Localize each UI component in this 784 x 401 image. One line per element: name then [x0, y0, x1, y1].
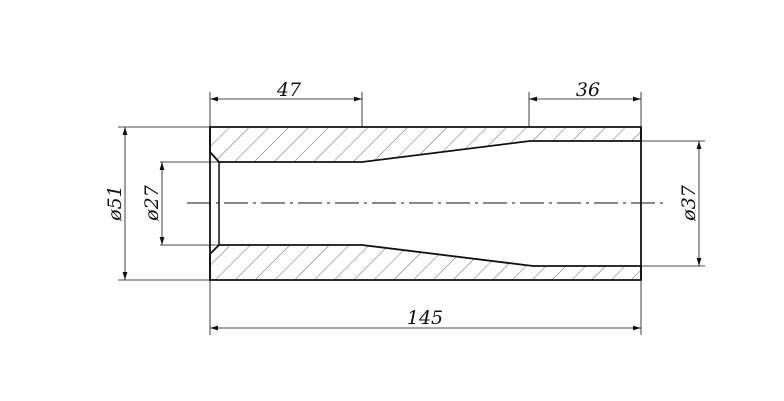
upper-wall-section	[209, 126, 642, 163]
dimension-d27	[159, 161, 219, 246]
dimension-145-label: 145	[407, 307, 443, 329]
dimension-36	[528, 92, 642, 127]
dimension-36-label: 36	[576, 79, 600, 101]
dimension-d27-label: ø27	[141, 184, 163, 222]
dimension-d37-label: ø37	[678, 184, 700, 222]
dimension-d37	[641, 140, 705, 267]
dimension-d51	[118, 126, 210, 281]
dimension-47	[209, 92, 363, 127]
lower-wall-section	[209, 244, 642, 281]
dimension-47-label: 47	[276, 79, 302, 101]
dimension-d51-label: ø51	[104, 185, 126, 222]
dimension-145	[209, 280, 642, 335]
